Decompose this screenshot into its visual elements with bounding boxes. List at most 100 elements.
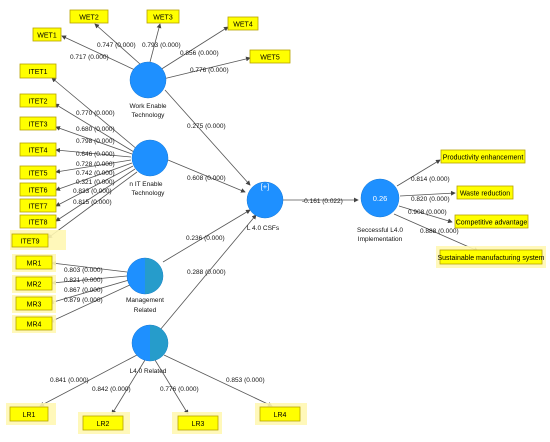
edge-itet8 [55,168,136,222]
indicator-wet3[interactable]: WET3 [146,9,180,24]
loading-itet8: 0.833 (0.000) [73,188,112,195]
coef-csfs-success: -0.161 (0.022) [302,198,343,205]
edge-lr1 [39,354,138,407]
indicator-mr3[interactable]: MR3 [12,295,56,313]
indicator-ca-label: Competitive advantage [456,220,528,227]
indicator-mr1[interactable]: MR1 [12,254,56,272]
indicator-itet5-label: ITET5 [28,171,47,178]
loading-ca: 0.908 (0.000) [408,209,447,216]
indicator-mr2[interactable]: MR2 [12,275,56,293]
successful-r2-value: 0.26 [373,194,388,203]
indicator-wet5[interactable]: WET5 [249,49,291,64]
edges [39,23,479,415]
edge-mr3 [49,279,130,305]
edge-mr4 [49,283,133,323]
edge-sms [393,213,479,252]
indicator-lr2-label: LR2 [97,421,110,428]
edge-wet3 [149,23,162,63]
loading-mr3: 0.867 (0.000) [64,287,103,294]
indicator-sms-label: Sustainable manufacturing system [438,255,545,262]
loading-itet9: 0.815 (0.000) [73,199,112,206]
edge-lr3 [154,359,189,415]
edge-itet5 [55,159,132,174]
loading-wr: 0.820 (0.000) [411,196,450,203]
edge-wet1 [61,35,136,71]
edge-labels: 0.717 (0.000) 0.747 (0.000) 0.793 (0.000… [50,42,459,393]
indicator-itet5[interactable]: ITET5 [19,165,57,180]
loading-itet1: 0.770 (0.000) [76,110,115,117]
indicator-mr4-label: MR4 [27,322,42,329]
construct-management-related[interactable]: Management Related [126,257,164,314]
work-enable-label-2: Technology [132,112,166,119]
indicator-wet4[interactable]: WET4 [227,16,259,31]
successful-label-2: Implementation [358,236,403,243]
indicator-waste-reduction[interactable]: Waste reduction [456,185,514,200]
csfs-expand-marker: [+] [261,182,270,191]
indicator-itet7[interactable]: ITET7 [19,198,57,213]
indicator-competitive-advantage[interactable]: Competitive advantage [454,214,529,229]
construct-work-enable-technology[interactable]: Work Enable Technology [129,61,167,119]
indicator-itet8[interactable]: ITET8 [19,214,57,229]
coef-it-csfs: 0.608 (0.000) [187,175,226,182]
edge-itet2 [54,103,135,153]
indicator-wet3-label: WET3 [153,15,173,22]
management-label-1: Management [126,297,164,304]
csfs-label: L 4.0 CSFs [247,225,280,232]
coef-work-csfs: 0.275 (0.000) [187,123,226,130]
construct-it-enable-technology[interactable]: n IT Enable Technology [129,139,169,197]
indicator-wet2[interactable]: WET2 [69,9,109,24]
indicator-itet2[interactable]: ITET2 [19,93,57,108]
loading-lr2: 0.842 (0.000) [92,386,131,393]
management-label-2: Related [134,307,157,314]
indicator-lr3-label: LR3 [192,421,205,428]
construct-l40-related[interactable]: L4.0 Related [130,324,169,375]
loading-wet1: 0.717 (0.000) [70,54,109,61]
edge-wet5 [162,56,251,80]
indicator-itet6-label: ITET6 [28,188,47,195]
successful-label-1: Seccessful L4.0 [357,227,403,234]
indicator-itet1[interactable]: ITET1 [19,63,57,79]
loading-wet3: 0.793 (0.000) [142,42,181,49]
construct-l40-csfs[interactable]: [+] L 4.0 CSFs [246,181,284,232]
it-enable-label-2: Technology [132,190,166,197]
indicator-itet7-label: ITET7 [28,204,47,211]
construct-successful-l40-implementation[interactable]: 0.26 Seccessful L4.0 Implementation [357,178,403,243]
edge-mr1 [51,261,128,273]
indicator-lr1[interactable]: LR1 [6,403,56,425]
edge-itet9 [47,171,138,239]
indicator-lr3[interactable]: LR3 [172,412,222,434]
path-mgmt-csfs [162,209,251,263]
loading-itet7: 0.321 (0.000) [76,179,115,186]
indicator-mr2-label: MR2 [27,282,42,289]
edge-itet4 [55,147,132,158]
edge-lr4 [163,354,273,407]
indicator-sustainable-manufacturing-system[interactable]: Sustainable manufacturing system [436,246,546,268]
indicator-pe-label: Productivity enhancement [443,155,524,162]
indicator-itet4[interactable]: ITET4 [19,142,57,157]
indicator-mr1-label: MR1 [27,261,42,268]
indicator-itet1-label: ITET1 [28,69,47,76]
indicator-lr4[interactable]: LR4 [255,403,307,425]
indicator-itet3[interactable]: ITET3 [19,116,57,131]
loading-pe: 0.814 (0.000) [411,176,450,183]
path-l40-csfs [159,214,257,331]
indicator-mr4[interactable]: MR4 [12,315,56,333]
indicator-itet6[interactable]: ITET6 [19,182,57,197]
indicator-productivity-enhancement[interactable]: Productivity enhancement [440,149,526,164]
loading-itet2: 0.680 (0.000) [76,126,115,133]
edge-itet1 [51,77,139,151]
edge-wet2 [94,23,141,65]
coef-mgmt-csfs: 0.236 (0.000) [186,235,225,242]
edge-wr [399,190,456,197]
indicator-itet9[interactable]: ITET9 [10,230,66,250]
indicator-wet1[interactable]: WET1 [32,27,62,42]
loading-itet6: 0.742 (0.000) [76,170,115,177]
loading-mr4: 0.879 (0.000) [64,297,103,304]
loading-itet3: 0.798 (0.000) [76,138,115,145]
edge-lr2 [111,359,146,415]
edge-wet4 [159,26,229,71]
l40-related-label: L4.0 Related [130,368,167,375]
edge-mr2 [51,275,128,286]
indicator-lr2[interactable]: LR2 [78,412,130,434]
